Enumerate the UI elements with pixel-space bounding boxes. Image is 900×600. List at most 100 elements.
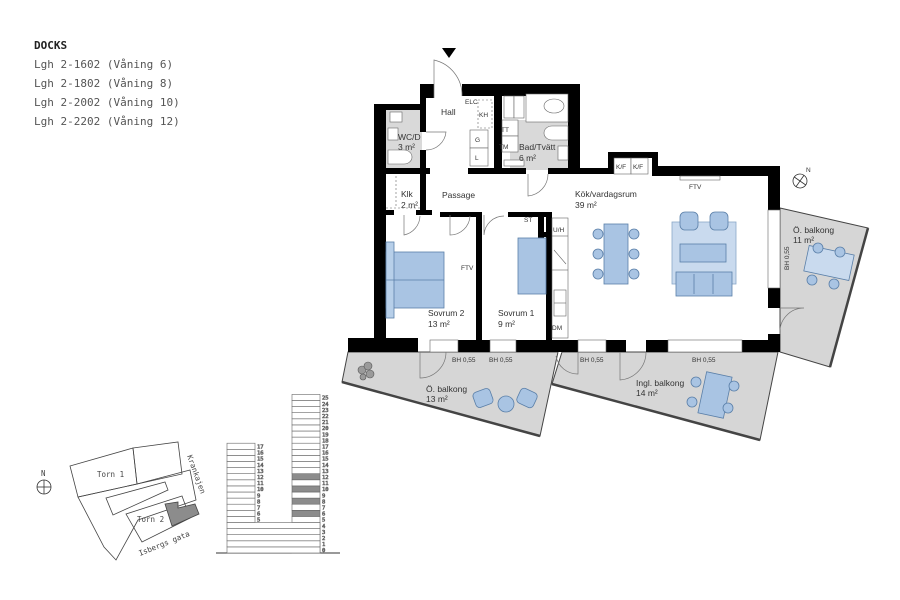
floor-number: 23 [322, 408, 329, 414]
balcony-right-area: 11 m² [793, 235, 814, 245]
coffee-table-icon [679, 243, 727, 263]
floor-number: 11 [257, 481, 264, 487]
floor-level [291, 406, 321, 414]
apartment-item: Lgh 2-1602 (Våning 6) [34, 58, 174, 71]
floor-number: 2 [322, 536, 325, 542]
room-bedroom2-area: 13 m² [428, 319, 450, 329]
floor-level [291, 412, 321, 420]
room-klk-area: 2 m² [401, 200, 418, 210]
fixture-uh-label: U/H [553, 227, 565, 234]
room-bedroom1-area: 9 m² [498, 319, 515, 329]
floor-level [291, 516, 321, 523]
compass-icon [792, 173, 808, 189]
fixture-elc-label: ELC [465, 99, 478, 106]
sofa-icon [675, 271, 733, 297]
floor-level [226, 467, 256, 475]
window-height-label: BH 0,55 [692, 357, 716, 364]
floor-number: 25 [322, 396, 329, 402]
floor-number: 8 [322, 499, 325, 505]
floor-number: 19 [322, 432, 329, 438]
apartment-legend: DOCKS Lgh 2-1602 (Våning 6) Lgh 2-1802 (… [34, 36, 180, 131]
fridge-freezer-units [613, 157, 649, 175]
floor-number: 14 [322, 463, 329, 469]
floor-level [226, 448, 256, 456]
podium-floor [226, 540, 321, 548]
room-bedroom2-label: Sovrum 2 [428, 308, 465, 318]
floor-level [291, 400, 321, 407]
podium-floor [226, 534, 321, 542]
floor-level [291, 491, 321, 499]
floor-number: 10 [322, 487, 329, 493]
floor-level [226, 509, 256, 517]
floor-number: 10 [257, 487, 264, 493]
door-swings [403, 131, 805, 381]
fixture-tt-label: TT [501, 127, 509, 134]
street-krankajen-label: Krankajen [185, 454, 207, 495]
floor-level [291, 503, 321, 511]
floor-level [291, 473, 321, 481]
floor-number: 22 [322, 414, 329, 420]
fixture-g-label: G [475, 137, 480, 144]
window-height-label: BH 0,55 [580, 357, 604, 364]
room-bath-area: 6 m² [519, 153, 536, 163]
floor-level [291, 394, 321, 401]
floor-number: 5 [257, 518, 260, 524]
floor-number: 0 [322, 548, 325, 554]
window-height-label: BH 0,55 [452, 357, 476, 364]
plant-icon [357, 361, 375, 381]
floor-number: 11 [322, 481, 329, 487]
floor-number: 6 [257, 512, 260, 518]
floor-number: 3 [322, 530, 325, 536]
room-bedroom1-label: Sovrum 1 [498, 308, 535, 318]
floor-number: 5 [322, 518, 325, 524]
fixture-kf2-label: K/F [633, 164, 643, 171]
floor-level [291, 430, 321, 438]
floor-level [226, 497, 256, 505]
window-height-label: BH 0,55 [489, 357, 513, 364]
floor-number: 17 [322, 445, 329, 451]
floor-number: 12 [322, 475, 329, 481]
floor-level [226, 516, 256, 523]
floor-level [226, 455, 256, 462]
apartment-item: Lgh 2-1802 (Våning 8) [34, 77, 174, 90]
floor-number: 6 [322, 512, 325, 518]
fixture-dm-label: DM [552, 325, 562, 332]
floor-number: 7 [257, 506, 260, 512]
building-torn1-label: Torn 1 [97, 470, 124, 479]
balcony-left-area: 13 m² [426, 394, 448, 404]
podium-floor [226, 522, 321, 529]
floor-level [226, 461, 256, 468]
entrance-door[interactable] [433, 59, 463, 98]
apartment-item: Lgh 2-2002 (Våning 10) [34, 96, 180, 109]
balcony-glazed [551, 351, 779, 442]
fixture-kf1-label: K/F [616, 164, 626, 171]
floor-number: 13 [322, 469, 329, 475]
floor-number: 16 [257, 451, 264, 457]
furniture [385, 211, 855, 419]
floor-level [291, 424, 321, 432]
fixture-st-label: ST [524, 217, 532, 224]
window-height-label: BH 0,55 [784, 246, 791, 270]
room-hall-label: Hall [441, 107, 456, 117]
floor-level [291, 467, 321, 475]
balcony-left-label: Ö. balkong [426, 384, 467, 394]
room-wc-area: 3 m² [398, 142, 415, 152]
floor-number: 14 [257, 463, 264, 469]
floor-number: 16 [322, 451, 329, 457]
floor-number: 9 [322, 493, 325, 499]
floor-level [226, 442, 256, 450]
room-bath-label: Bad/Tvätt [519, 142, 556, 152]
fixture-kh-label: KH [479, 112, 488, 119]
armchair-icon [679, 211, 699, 231]
floor-number: 9 [257, 493, 260, 499]
hall-closets [469, 99, 493, 167]
site-plan [69, 441, 200, 561]
building-torn2-label: Torn 2 [137, 515, 164, 524]
fixture-ftv-label: FTV [461, 265, 474, 272]
floor-number: 7 [322, 506, 325, 512]
floor-number: 8 [257, 499, 260, 505]
walls [348, 84, 780, 352]
floor-level [291, 479, 321, 487]
side-table-icon [497, 395, 515, 413]
dining-table-icon [603, 223, 629, 285]
